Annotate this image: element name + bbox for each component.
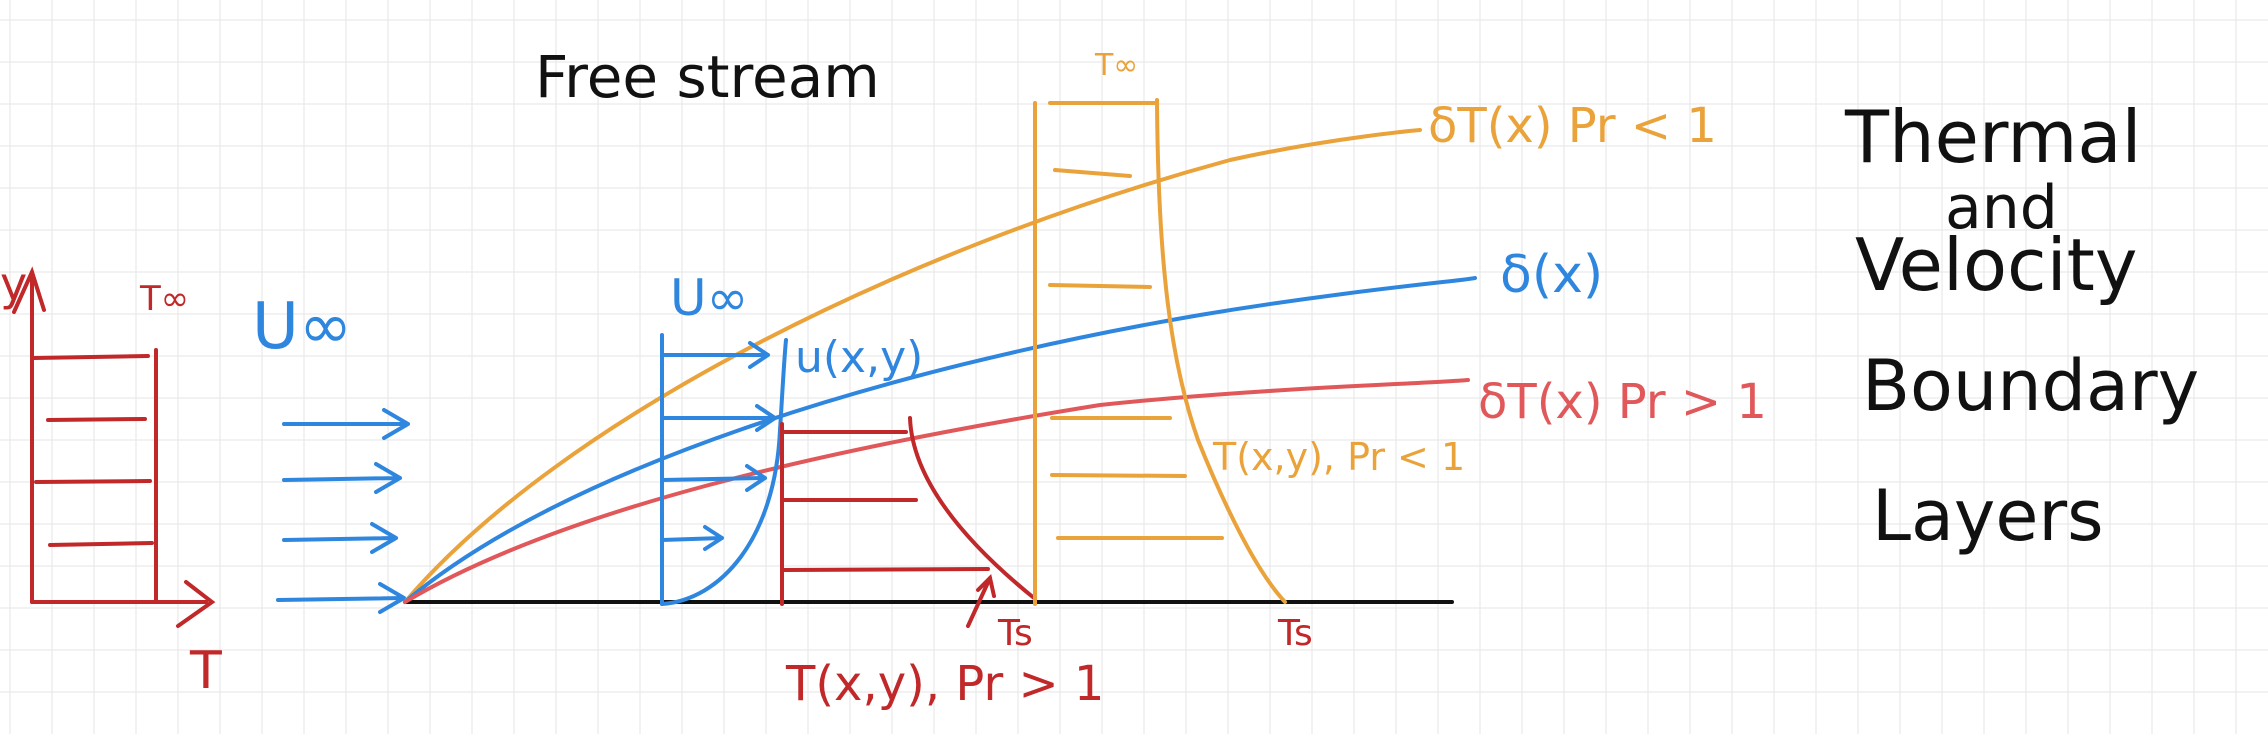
orange-profile-hatch-4 bbox=[1050, 473, 1187, 478]
ts-pointer-arrow bbox=[966, 574, 996, 628]
velocity-boundary-curve bbox=[403, 276, 1477, 604]
orange-profile-hatch-1 bbox=[1053, 168, 1132, 178]
ts-right-label: Ts bbox=[1277, 613, 1313, 654]
flow-arrow-1 bbox=[282, 408, 410, 440]
title-line-1: Thermal bbox=[1844, 95, 2142, 179]
temperature-profile-pr-less-1 bbox=[1033, 98, 1287, 606]
t-profile-pr-greater-1-label: T(x,y), Pr > 1 bbox=[785, 656, 1104, 712]
velocity-profile-curve bbox=[660, 338, 788, 606]
left-profile-hatch-1 bbox=[32, 354, 150, 360]
delta-velocity-label: δ(x) bbox=[1500, 245, 1603, 305]
flow-arrow-4 bbox=[276, 582, 406, 614]
delta-t-pr-greater-1-label: δT(x) Pr > 1 bbox=[1478, 374, 1767, 430]
t-profile-pr-less-1-label: T(x,y), Pr < 1 bbox=[1212, 435, 1465, 479]
t-axis-label: T bbox=[189, 641, 222, 701]
temperature-profile-curve bbox=[908, 416, 1036, 600]
u-inf-left-label: U∞ bbox=[252, 290, 352, 364]
t-inf-top-label: T∞ bbox=[1094, 48, 1138, 83]
incoming-flow-arrows bbox=[276, 408, 410, 614]
velocity-profile bbox=[660, 333, 788, 606]
left-profile-hatch-2 bbox=[46, 417, 147, 422]
free-stream-label: Free stream bbox=[535, 43, 880, 111]
temperature-profile-pr-greater-1 bbox=[780, 416, 1036, 628]
orange-profile-curve bbox=[1155, 98, 1287, 604]
ts-mid-label: Ts bbox=[997, 613, 1033, 654]
y-axis-label: y bbox=[0, 257, 27, 311]
u-profile-label: u(x,y) bbox=[795, 332, 923, 383]
left-profile-hatch-3 bbox=[34, 479, 152, 484]
red-profile-hatch-3 bbox=[782, 567, 990, 572]
left-profile-hatch-4 bbox=[48, 541, 154, 547]
thermal-boundary-curve-pr-less-1 bbox=[403, 128, 1422, 604]
title-line-4: Boundary bbox=[1862, 345, 2199, 427]
title-line-5: Layers bbox=[1872, 475, 2104, 557]
title-line-2: and bbox=[1945, 173, 2058, 243]
left-temperature-profile bbox=[12, 266, 216, 628]
orange-profile-hatch-2 bbox=[1048, 283, 1152, 289]
t-inf-left-label: T∞ bbox=[139, 279, 189, 319]
u-inf-mid-label: U∞ bbox=[670, 269, 748, 327]
flow-arrow-3 bbox=[282, 522, 398, 554]
velocity-arrow-3 bbox=[660, 464, 767, 492]
title-line-3: Velocity bbox=[1855, 223, 2137, 307]
flow-arrow-2 bbox=[282, 462, 402, 494]
velocity-arrow-2 bbox=[660, 404, 777, 432]
delta-t-pr-less-1-label: δT(x) Pr < 1 bbox=[1428, 98, 1717, 154]
velocity-arrow-4 bbox=[660, 525, 724, 551]
velocity-arrow-1 bbox=[660, 341, 770, 369]
t-axis-arrowhead bbox=[176, 580, 216, 628]
thermal-boundary-curve-pr-greater-1 bbox=[403, 378, 1470, 604]
y-axis-arrowhead bbox=[12, 266, 46, 314]
